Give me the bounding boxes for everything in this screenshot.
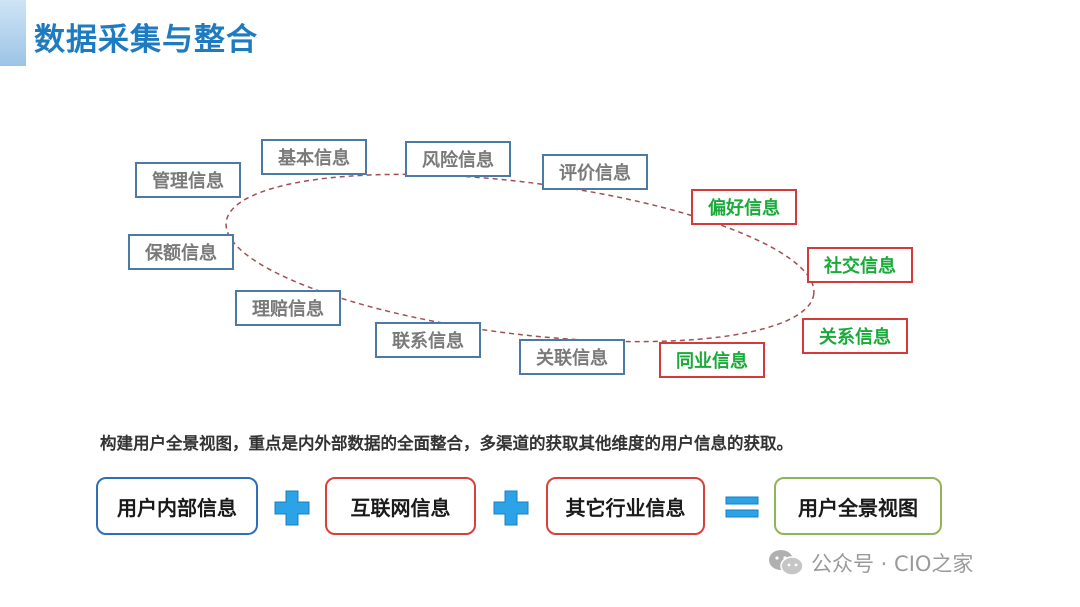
box-internal-user-info: 用户内部信息 <box>96 477 258 535</box>
box-internet-info: 互联网信息 <box>325 477 476 535</box>
tag-risk-info: 风险信息 <box>405 141 511 177</box>
equals-icon <box>725 496 759 518</box>
box-other-industry-info: 其它行业信息 <box>546 477 705 535</box>
plus-icon <box>274 490 310 526</box>
tag-contact-info: 联系信息 <box>375 322 481 358</box>
plus-icon <box>493 490 529 526</box>
tag-related-info: 关联信息 <box>519 339 625 375</box>
tag-preference-info: 偏好信息 <box>691 189 797 225</box>
title-accent-bar <box>0 0 26 66</box>
tag-claims-info: 理赔信息 <box>235 290 341 326</box>
tag-social-info: 社交信息 <box>807 247 913 283</box>
watermark-text: 公众号 · CIO之家 <box>811 552 974 576</box>
tag-management-info: 管理信息 <box>135 162 241 198</box>
box-user-panoramic-view: 用户全景视图 <box>774 477 942 535</box>
summary-text: 构建用户全景视图，重点是内外部数据的全面整合，多渠道的获取其他维度的用户信息的获… <box>100 434 793 453</box>
tag-coverage-info: 保额信息 <box>128 234 234 270</box>
watermark: 公众号 · CIO之家 <box>767 548 973 578</box>
tag-relationship-info: 关系信息 <box>802 318 908 354</box>
tag-evaluation-info: 评价信息 <box>542 154 648 190</box>
wechat-icon <box>769 550 804 576</box>
page-title: 数据采集与整合 <box>34 22 258 58</box>
tag-basic-info: 基本信息 <box>261 139 367 175</box>
tag-industry-info: 同业信息 <box>659 342 765 378</box>
